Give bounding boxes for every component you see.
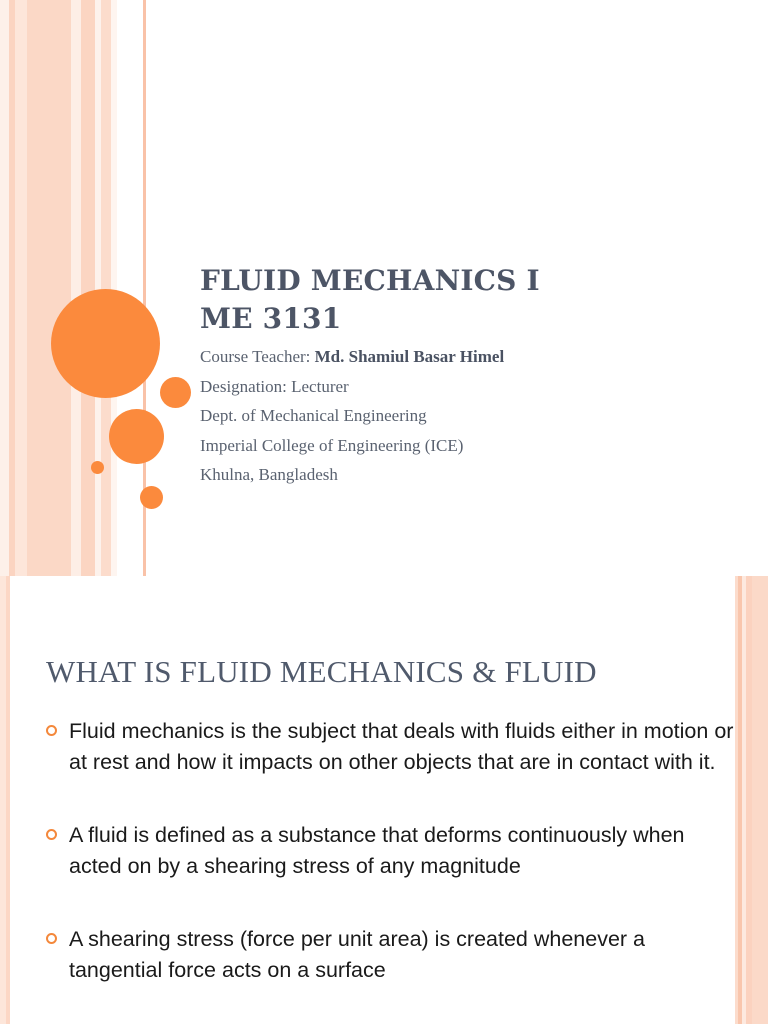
circle-bullet-icon [46,829,57,840]
slide-title: WHAT IS FLUID MECHANICS & FLUID [46,654,597,689]
designation-line: Designation: Lecturer [200,376,349,396]
circle-bullet-icon [46,725,57,736]
bullet-item: A shearing stress (force per unit area) … [46,924,736,986]
slide-title: FLUID MECHANICS I ME 3131 [200,262,540,338]
bullet-item: Fluid mechanics is the subject that deal… [46,716,736,778]
decorative-stripe [746,576,752,1024]
circle-bullet-icon [46,933,57,944]
course-info-list: Course Teacher: Md. Shamiul Basar Himel … [200,342,504,490]
decorative-stripe [752,576,768,1024]
decorative-stripe [81,0,95,576]
bullet-item: A fluid is defined as a substance that d… [46,820,736,882]
decorative-stripe [71,0,81,576]
decorative-stripe [738,576,742,1024]
teacher-name: Md. Shamiul Basar Himel [314,347,505,366]
title-slide: FLUID MECHANICS I ME 3131 Course Teacher… [0,0,540,576]
decorative-circle-small [140,486,163,509]
decorative-circle-tiny [91,461,104,474]
college-line: Imperial College of Engineering (ICE) [200,435,464,455]
decorative-stripe [735,576,738,1024]
decorative-stripe [0,0,9,576]
course-code: ME 3131 [200,302,342,335]
bullet-list: Fluid mechanics is the subject that deal… [46,716,736,1024]
decorative-stripe [15,0,27,576]
teacher-line: Course Teacher: Md. Shamiul Basar Himel [200,342,504,372]
decorative-circle-large [51,289,160,398]
decorative-stripe [111,0,117,576]
decorative-stripe [95,0,101,576]
location-line: Khulna, Bangladesh [200,465,338,484]
decorative-stripe [742,576,746,1024]
bullet-text: A shearing stress (force per unit area) … [69,927,646,982]
decorative-stripe [6,576,10,1024]
decorative-stripe [143,0,146,576]
decorative-stripe [101,0,111,576]
bullet-text: Fluid mechanics is the subject that deal… [69,719,734,774]
decorative-circle-small [160,377,191,408]
decorative-stripe [9,0,15,576]
decorative-stripe [27,0,71,576]
bullet-text: A fluid is defined as a substance that d… [69,823,685,878]
course-title: FLUID MECHANICS I [200,264,540,297]
decorative-stripe [0,576,6,1024]
content-slide: WHAT IS FLUID MECHANICS & FLUID Fluid me… [0,576,768,1024]
decorative-circle-medium [109,409,164,464]
teacher-label: Course Teacher: [200,347,315,366]
department-line: Dept. of Mechanical Engineering [200,406,427,425]
